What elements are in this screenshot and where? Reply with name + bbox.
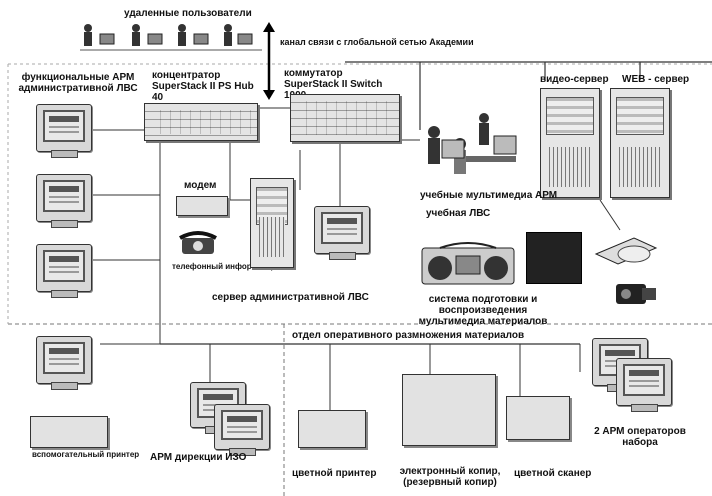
remote-users-group bbox=[78, 20, 264, 54]
color-scanner-device[interactable] bbox=[506, 396, 570, 440]
hub-device[interactable] bbox=[144, 103, 258, 141]
color-printer-device[interactable] bbox=[298, 410, 366, 448]
mm-system-label: система подготовки и воспроизведения мул… bbox=[418, 294, 548, 327]
web-server-device[interactable] bbox=[610, 88, 670, 198]
cd-player-device[interactable] bbox=[594, 224, 658, 270]
functional-arm-monitor-2[interactable] bbox=[36, 174, 92, 228]
color-scanner-label: цветной сканер bbox=[514, 468, 592, 479]
copier-device[interactable] bbox=[402, 374, 496, 446]
modem-device[interactable] bbox=[176, 196, 228, 216]
boombox-device[interactable] bbox=[420, 242, 516, 286]
operators-label: 2 АРМ операторов набора bbox=[594, 426, 686, 448]
cd-drive-icon bbox=[594, 237, 658, 265]
edu-arm-group bbox=[420, 110, 524, 180]
tv-device[interactable] bbox=[526, 232, 582, 284]
admin-server-tower[interactable] bbox=[250, 178, 294, 268]
camcorder-device[interactable] bbox=[612, 276, 658, 308]
edu-people-icon bbox=[428, 113, 517, 174]
phone-device[interactable] bbox=[178, 228, 218, 256]
aux-printer-device[interactable] bbox=[30, 416, 108, 448]
edu-lan-label: учебная ЛВС bbox=[426, 208, 491, 219]
camcorder-icon bbox=[616, 284, 656, 304]
telephone-icon bbox=[179, 231, 217, 254]
hub-label: концентратор SuperStack II PS Hub 40 bbox=[152, 70, 254, 103]
web-server-label: WEB - сервер bbox=[622, 74, 690, 85]
modem-label: модем bbox=[184, 180, 217, 191]
admin-server-label: сервер административной ЛВС bbox=[212, 292, 369, 303]
video-server-device[interactable] bbox=[540, 88, 600, 198]
switch-device[interactable] bbox=[290, 94, 400, 142]
video-server-label: видео-сервер bbox=[540, 74, 609, 85]
arm-izo-label: АРМ дирекции ИЗО bbox=[150, 452, 247, 463]
admin-server-monitor[interactable] bbox=[314, 206, 370, 260]
phone-info-label: телефонный информатор bbox=[172, 262, 276, 271]
operator-monitor-2[interactable] bbox=[616, 358, 672, 412]
copier-label: электронный копир, (резервный копир) bbox=[399, 466, 501, 488]
color-printer-label: цветной принтер bbox=[292, 468, 377, 479]
channel-label: канал связи с глобальной сетью Академии bbox=[280, 37, 474, 47]
boombox-icon bbox=[421, 242, 515, 285]
remote-users-icon bbox=[84, 24, 253, 46]
functional-arm-label: функциональные АРМ административной ЛВС bbox=[18, 72, 138, 94]
functional-arm-monitor-3[interactable] bbox=[36, 244, 92, 298]
reproduction-dept-label: отдел оперативного размножения материало… bbox=[292, 330, 525, 341]
izo-monitor-2[interactable] bbox=[214, 404, 270, 456]
aux-printer-label: вспомогательный принтер bbox=[32, 450, 140, 459]
functional-arm-monitor-1[interactable] bbox=[36, 104, 92, 158]
bottom-left-monitor[interactable] bbox=[36, 336, 92, 390]
remote-users-label: удаленные пользователи bbox=[124, 8, 252, 19]
edu-arm-label: учебные мультимедиа АРМ bbox=[420, 190, 558, 201]
